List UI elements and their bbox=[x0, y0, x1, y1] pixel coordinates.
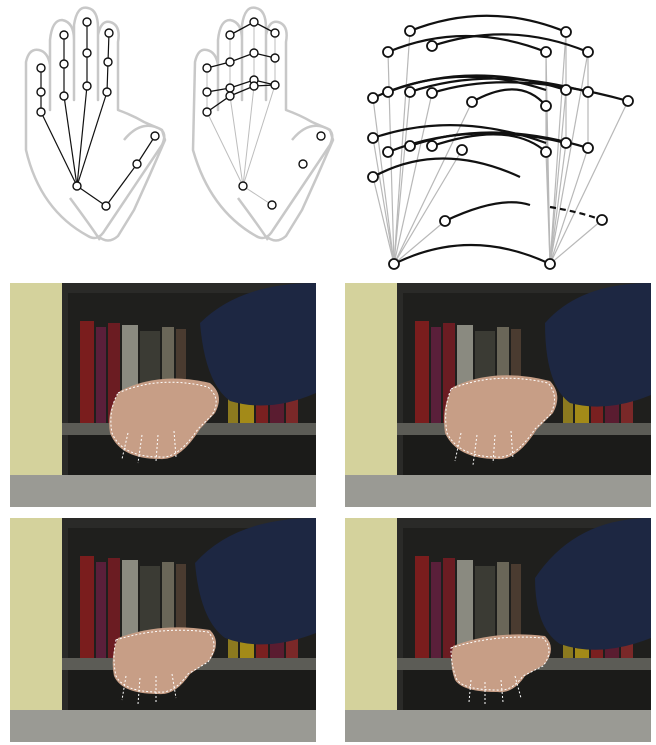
hand-tree-diagram bbox=[0, 0, 180, 250]
frame-4-scene bbox=[345, 518, 651, 742]
hand-graph-diagram bbox=[185, 0, 360, 250]
video-frame-1 bbox=[10, 283, 316, 507]
video-frame-4 bbox=[345, 518, 651, 742]
video-frame-2 bbox=[345, 283, 651, 507]
video-frame-3 bbox=[10, 518, 316, 742]
temporal-graph-diagram bbox=[360, 0, 650, 275]
frame-3-scene bbox=[10, 518, 316, 742]
frame-2-scene bbox=[345, 283, 651, 507]
frame-1-scene bbox=[10, 283, 316, 507]
